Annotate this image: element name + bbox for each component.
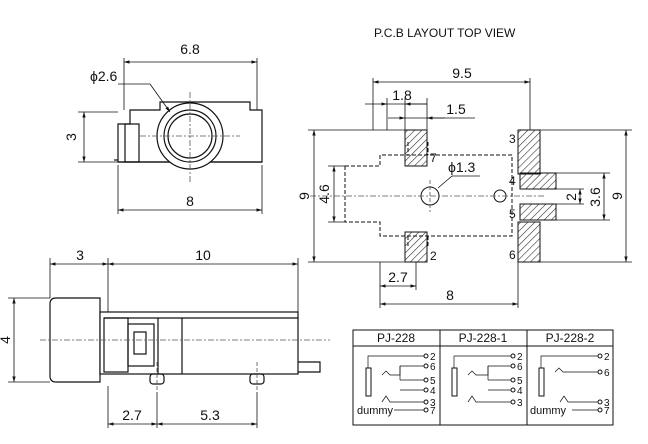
pad-5 xyxy=(519,203,557,221)
pin-label-3: 3 xyxy=(509,132,516,146)
col3-pin-7: 7 xyxy=(604,406,610,417)
pad-7 xyxy=(404,129,428,167)
col2-pin-5: 5 xyxy=(517,376,523,387)
pad-6 xyxy=(517,221,541,263)
pcb-height-right: 9 xyxy=(609,192,625,200)
pad-3 xyxy=(517,129,541,175)
pcb-height-outer: 9 xyxy=(296,192,312,200)
front-diameter-dim: ϕ2.6 xyxy=(90,68,118,84)
pin-label-4: 4 xyxy=(509,174,516,188)
col3-dummy-label: dummy xyxy=(530,405,567,417)
pcb-layout xyxy=(308,78,632,308)
variants-table xyxy=(352,329,614,426)
side-view xyxy=(8,258,330,428)
col3-pin-3: 3 xyxy=(604,398,610,409)
pcb-bottom-dim-a: 2.7 xyxy=(388,269,408,285)
col1-pin-2: 2 xyxy=(430,352,436,363)
table-header-pj228-2: PJ-228-2 xyxy=(546,331,595,345)
col3-pin-2: 2 xyxy=(604,352,610,363)
col2-pin-3: 3 xyxy=(517,398,523,409)
pcb-pad-gap: 2 xyxy=(563,193,579,201)
col2-pin-6: 6 xyxy=(517,362,523,373)
front-base-dim: 8 xyxy=(186,193,194,209)
pcb-pad-span: 3.6 xyxy=(587,187,603,207)
front-view xyxy=(78,58,263,214)
pcb-pad-width-b: 1.5 xyxy=(446,101,466,117)
layout-title: P.C.B LAYOUT TOP VIEW xyxy=(374,26,516,40)
pad-2 xyxy=(404,231,428,263)
col3-pin-6: 6 xyxy=(604,368,610,379)
col2-pin-2: 2 xyxy=(517,352,523,363)
pin-label-6: 6 xyxy=(509,248,516,262)
side-left-dim: 3 xyxy=(76,247,84,263)
side-pin-dim-1: 2.7 xyxy=(122,407,142,423)
pcb-bottom-dim-b: 8 xyxy=(446,287,454,303)
side-pin-dim-2: 5.3 xyxy=(200,407,220,423)
table-header-pj228: PJ-228 xyxy=(377,331,415,345)
pin-label-2: 2 xyxy=(430,249,437,263)
side-right-dim: 10 xyxy=(195,247,211,263)
pcb-total-width: 9.5 xyxy=(452,65,472,81)
pcb-hole-dia: ϕ1.3 xyxy=(448,159,476,175)
front-width-dim: 6.8 xyxy=(180,41,200,57)
pad-4 xyxy=(519,172,557,190)
pcb-pad-width-a: 1.8 xyxy=(392,87,412,103)
col1-pin-5: 5 xyxy=(430,376,436,387)
pin-label-7: 7 xyxy=(430,151,437,165)
side-height-dim: 4 xyxy=(0,336,13,344)
col1-pin-7: 7 xyxy=(430,406,436,417)
pin-label-5: 5 xyxy=(509,207,516,221)
col1-dummy-label: dummy xyxy=(357,405,394,417)
col1-pin-4: 4 xyxy=(430,386,436,397)
col1-pin-6: 6 xyxy=(430,362,436,373)
col1-pin-3: 3 xyxy=(430,398,436,409)
col2-pin-4: 4 xyxy=(517,386,523,397)
front-height-dim: 3 xyxy=(63,133,79,141)
table-header-pj228-1: PJ-228-1 xyxy=(459,331,508,345)
pcb-height-inner: 4.6 xyxy=(316,184,332,204)
